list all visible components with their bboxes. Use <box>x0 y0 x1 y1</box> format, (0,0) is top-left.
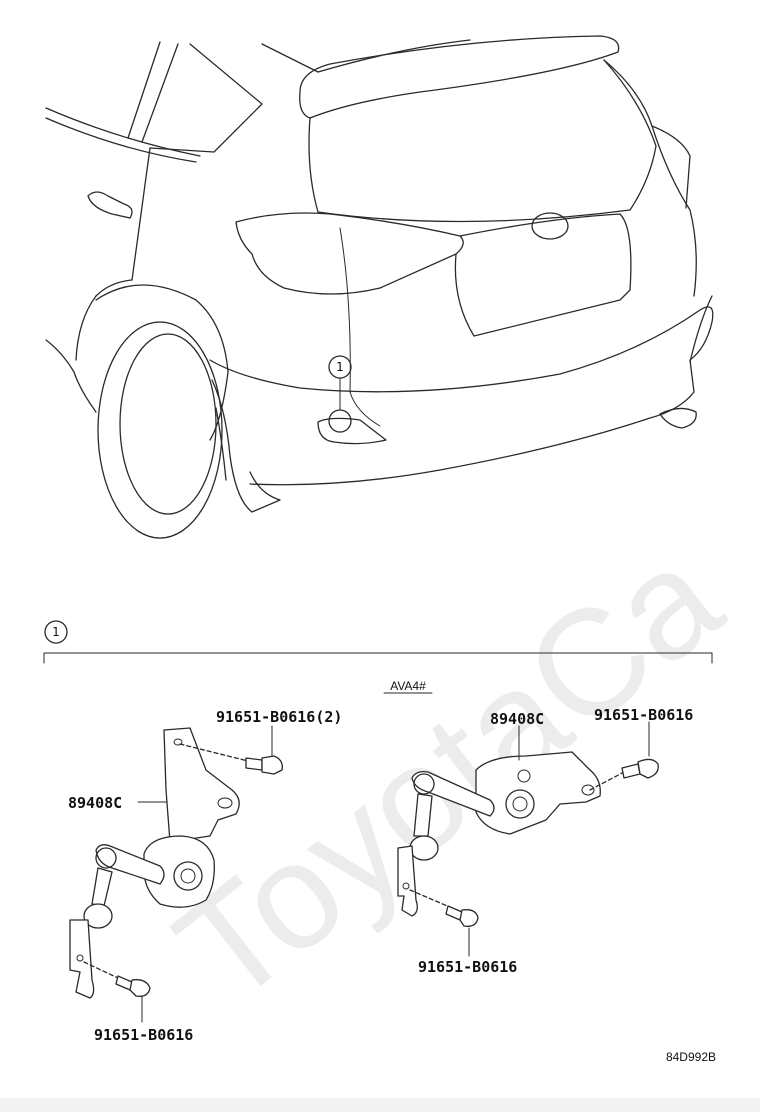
vehicle-rear-illustration: 1 <box>45 35 714 539</box>
right-sensor-part-number: 89408C <box>490 710 544 728</box>
right-bolt-upper-part-number: 91651-B0616 <box>594 706 693 724</box>
callout-1-label: 1 <box>336 360 344 374</box>
section-header: 1 AVA4# <box>43 620 713 694</box>
right-height-sensor-assembly: 89408C 91651-B0616 91651-B0616 <box>397 706 693 976</box>
footer-band <box>0 1098 760 1112</box>
watermark: ToyotaCa <box>146 512 749 1035</box>
left-height-sensor-assembly: 91651-B0616(2) 89408C 91651-B0616 <box>68 708 342 1044</box>
left-bolt-upper-part-number: 91651-B0616(2) <box>216 708 342 726</box>
section-callout-number: 1 <box>52 625 60 639</box>
left-bolt-lower-part-number: 91651-B0616 <box>94 1026 193 1044</box>
left-sensor-part-number: 89408C <box>68 794 122 812</box>
right-bolt-lower-part-number: 91651-B0616 <box>418 958 517 976</box>
figure-code: 84D992B <box>666 1050 716 1064</box>
variant-code: AVA4# <box>390 679 426 693</box>
